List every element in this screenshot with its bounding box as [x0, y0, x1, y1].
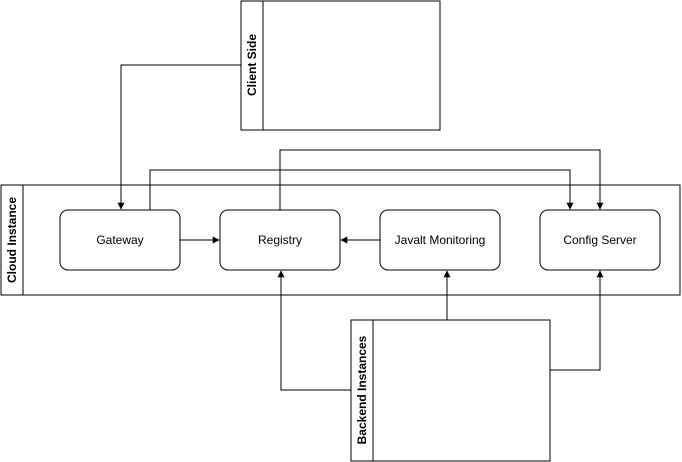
config-server-node[interactable]: Config Server [539, 209, 661, 271]
edge-client-to-gateway [117, 64, 241, 210]
cloud-instance-label: Cloud Instance [5, 197, 19, 283]
client-side-pool[interactable]: Client Side [240, 0, 441, 131]
gateway-label: Gateway [96, 233, 143, 247]
registry-node[interactable]: Registry [219, 209, 341, 271]
javalt-monitoring-label: Javalt Monitoring [395, 233, 486, 247]
config-server-label: Config Server [563, 233, 636, 247]
backend-instances-label: Backend Instances [355, 335, 369, 444]
registry-label: Registry [258, 233, 302, 247]
edge-registry-to-config-server [279, 149, 604, 210]
javalt-monitoring-node[interactable]: Javalt Monitoring [379, 209, 501, 271]
edge-backend-to-config-server [550, 270, 604, 371]
client-side-label: Client Side [245, 34, 259, 96]
gateway-node[interactable]: Gateway [59, 209, 181, 271]
backend-instances-pool[interactable]: Backend Instances [350, 319, 551, 462]
edge-backend-to-registry [277, 270, 351, 391]
edge-gateway-to-config-server [149, 169, 574, 210]
